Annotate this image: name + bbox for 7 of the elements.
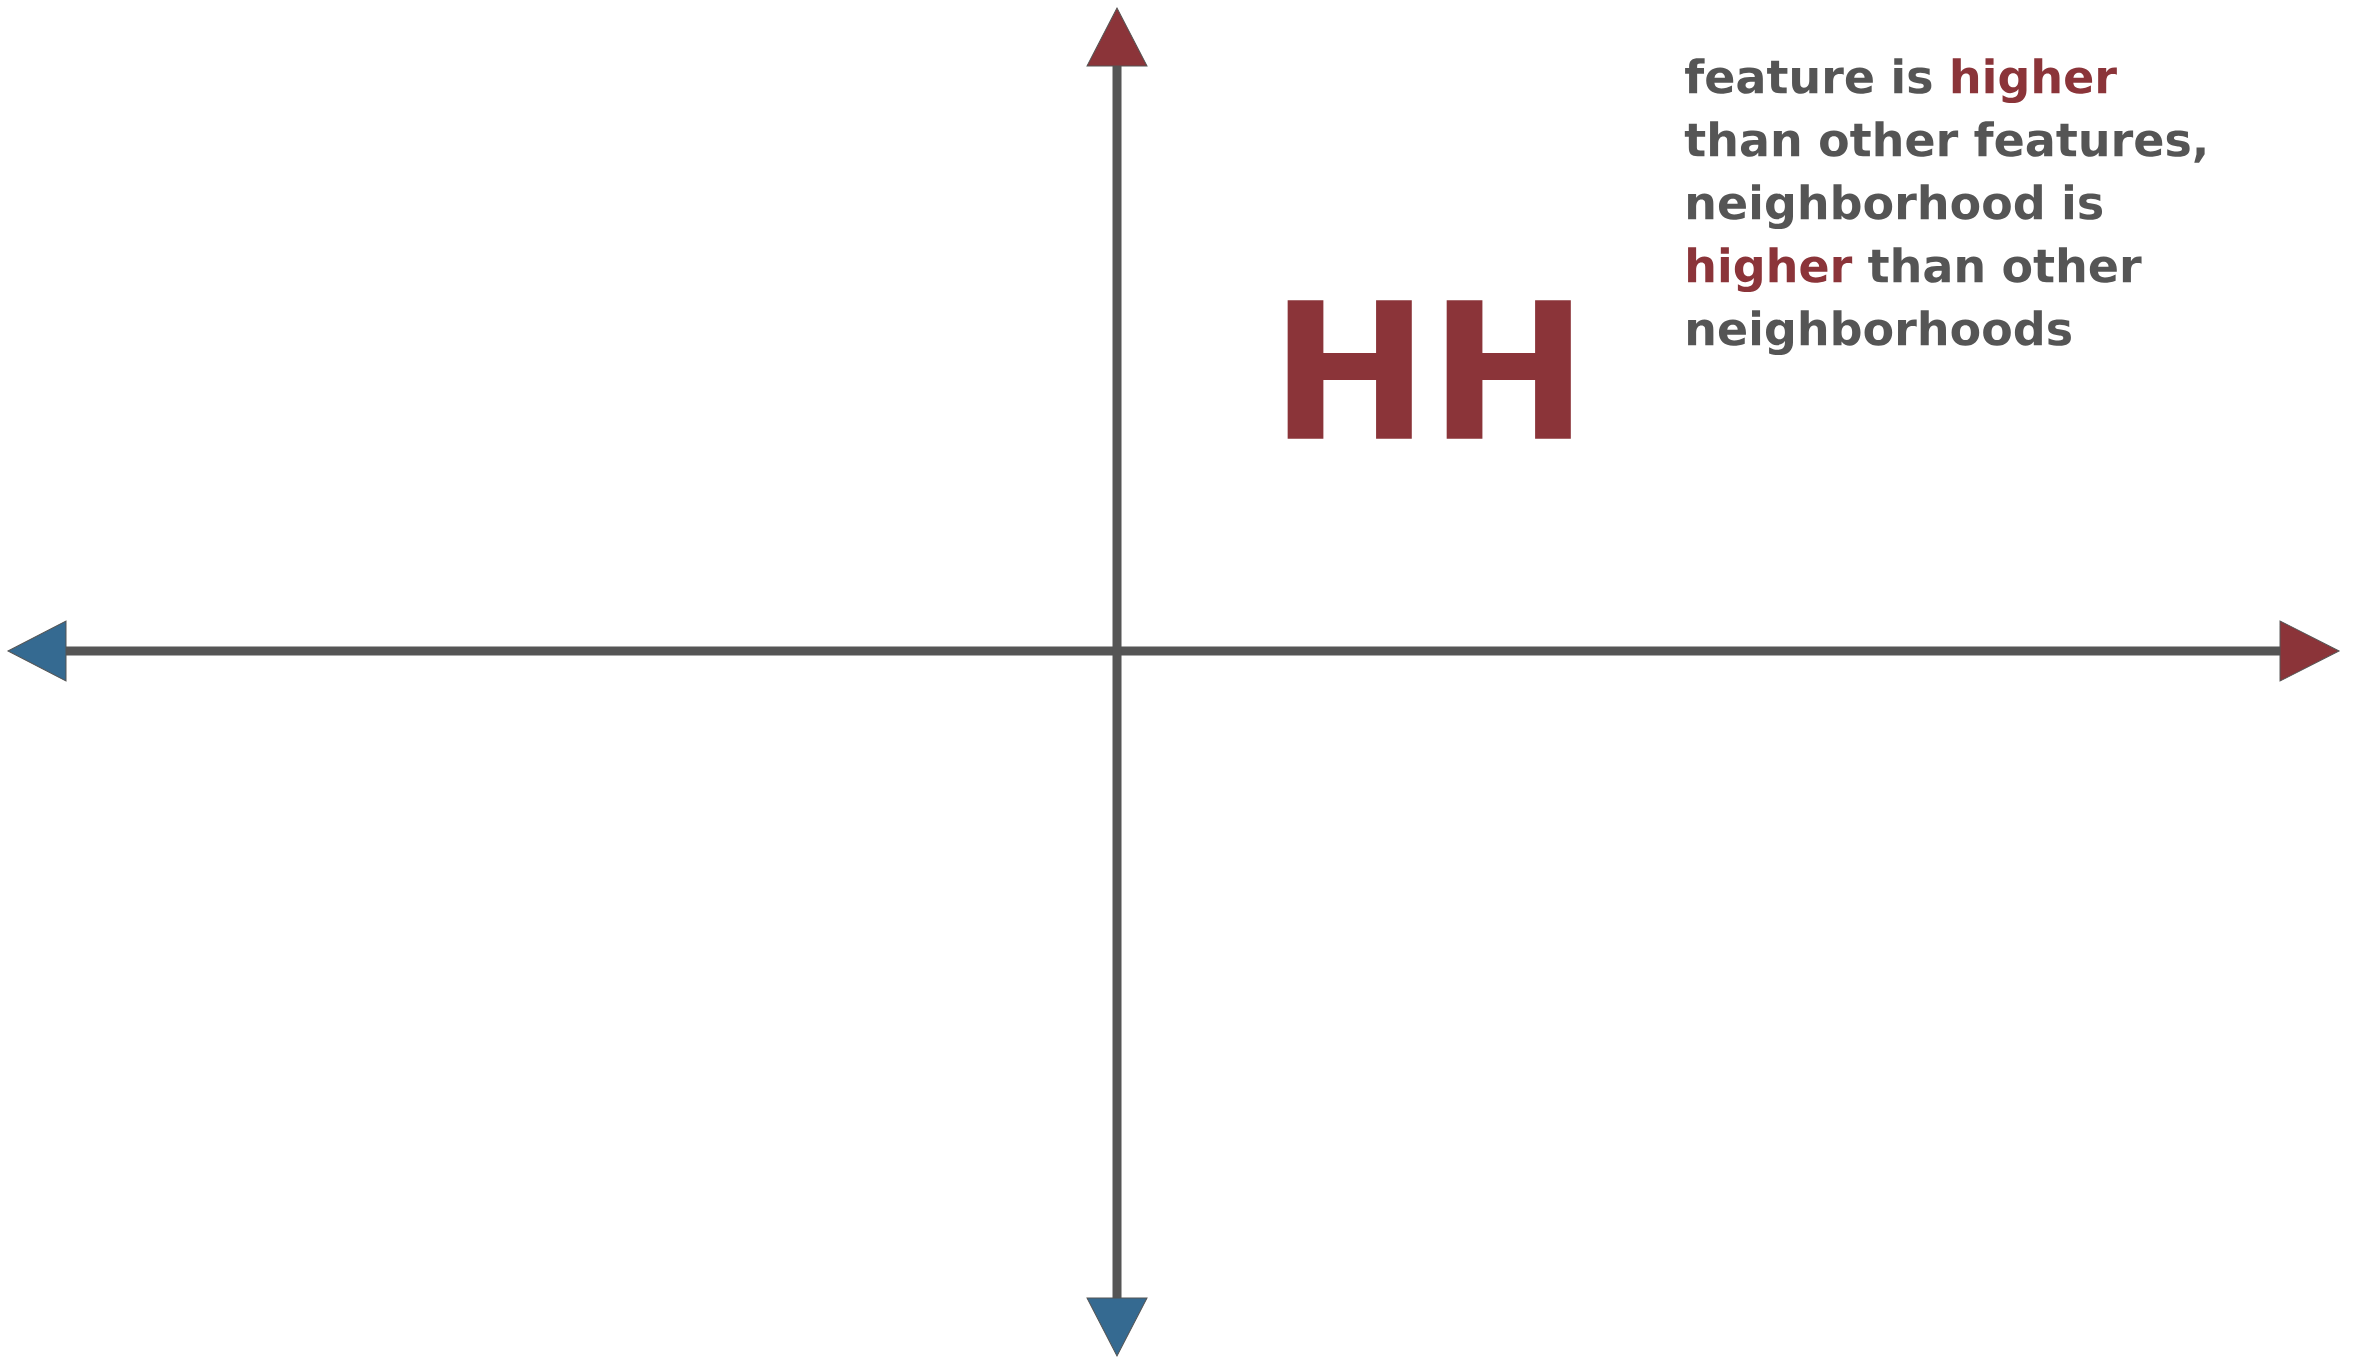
label: than other [1868,247,2142,283]
label: feature is [1685,58,1932,94]
quadrant-label: HH [1287,300,1571,439]
description-text: feature is higher than other features, neighborhood is higher than other neighborhoods [1684,58,2205,356]
label: neighborhoods [1688,310,2071,356]
label: higher [1952,58,2117,104]
label: higher [1688,247,1853,293]
